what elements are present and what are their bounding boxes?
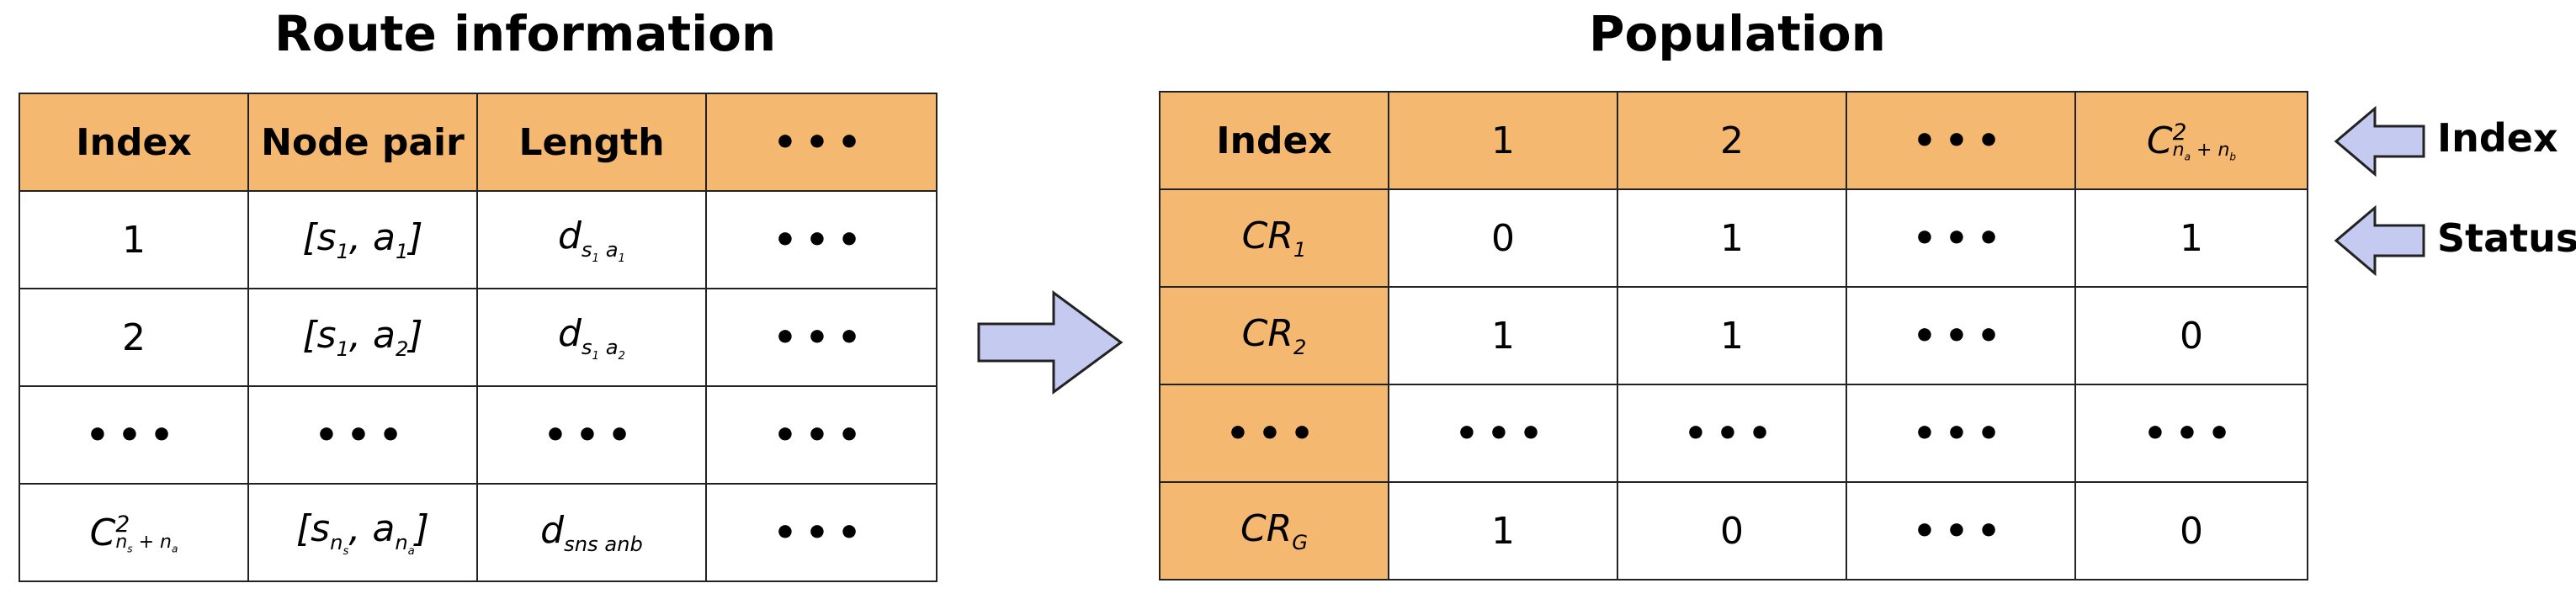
length-cell: ds1 a1 — [476, 190, 707, 289]
header-col-more: ••• — [1846, 91, 2076, 190]
transform-arrow-icon — [977, 290, 1123, 395]
header-length: Length — [476, 93, 707, 192]
route-information-title: Route information — [274, 5, 777, 62]
node-pair-cell: [sns, ana] — [247, 483, 478, 582]
status-cell: ••• — [1846, 286, 2076, 385]
status-cell: ••• — [1617, 384, 1847, 483]
more-cell: ••• — [705, 483, 937, 582]
index-label: Index — [2437, 115, 2558, 161]
table-row: 2 [s1, a2] ds1 a2 ••• — [19, 288, 937, 387]
status-cell: ••• — [1846, 188, 2076, 288]
header-index: Index — [1159, 91, 1389, 190]
status-cell: ••• — [1846, 384, 2076, 483]
node-pair-cell: [s1, a1] — [247, 190, 478, 289]
chromosome-label: ••• — [1159, 384, 1389, 483]
index-pointer-arrow-icon — [2334, 106, 2425, 177]
table-row: CR2 1 1 ••• 0 — [1159, 286, 2308, 385]
status-cell: 0 — [1617, 481, 1847, 580]
status-cell: ••• — [1388, 384, 1618, 483]
status-cell: ••• — [2074, 384, 2308, 483]
more-cell: ••• — [705, 288, 937, 387]
status-cell: 0 — [1388, 188, 1618, 288]
ellipsis-cell: ••• — [19, 385, 249, 485]
table-row-ellipsis: ••• ••• ••• ••• — [19, 385, 937, 485]
length-cell: dsns anb — [476, 483, 707, 582]
status-pointer-arrow-icon — [2334, 205, 2425, 276]
row-index: 2 — [19, 288, 249, 387]
table-row: CR1 0 1 ••• 1 — [1159, 188, 2308, 288]
more-cell: ••• — [705, 190, 937, 289]
header-col-1: 1 — [1388, 91, 1618, 190]
table-row: 1 [s1, a1] ds1 a1 ••• — [19, 190, 937, 289]
header-index: Index — [19, 93, 249, 192]
row-index: 1 — [19, 190, 249, 289]
status-cell: 1 — [1617, 286, 1847, 385]
chromosome-label: CRG — [1159, 481, 1389, 580]
chromosome-label: CR2 — [1159, 286, 1389, 385]
table-header-row: Index Node pair Length ••• — [19, 93, 937, 192]
ellipsis-cell: ••• — [476, 385, 707, 485]
status-cell: 1 — [1388, 481, 1618, 580]
status-cell: 1 — [1388, 286, 1618, 385]
header-node-pair: Node pair — [247, 93, 478, 192]
status-cell: 0 — [2074, 481, 2308, 580]
header-col-2: 2 — [1617, 91, 1847, 190]
status-cell: ••• — [1846, 481, 2076, 580]
population-title: Population — [1589, 5, 1886, 62]
length-cell: ds1 a2 — [476, 288, 707, 387]
status-cell: 1 — [1617, 188, 1847, 288]
chromosome-label: CR1 — [1159, 188, 1389, 288]
node-pair-cell: [s1, a2] — [247, 288, 478, 387]
status-cell: 1 — [2074, 188, 2308, 288]
table-row: CRG 1 0 ••• 0 — [1159, 481, 2308, 580]
status-label: Status — [2437, 215, 2576, 261]
header-more: ••• — [705, 93, 937, 192]
status-cell: 0 — [2074, 286, 2308, 385]
route-information-table: Index Node pair Length ••• 1 [s1, a1] ds… — [19, 93, 937, 582]
table-row-ellipsis: ••• ••• ••• ••• ••• — [1159, 384, 2308, 483]
ellipsis-cell: ••• — [247, 385, 478, 485]
ellipsis-cell: ••• — [705, 385, 937, 485]
